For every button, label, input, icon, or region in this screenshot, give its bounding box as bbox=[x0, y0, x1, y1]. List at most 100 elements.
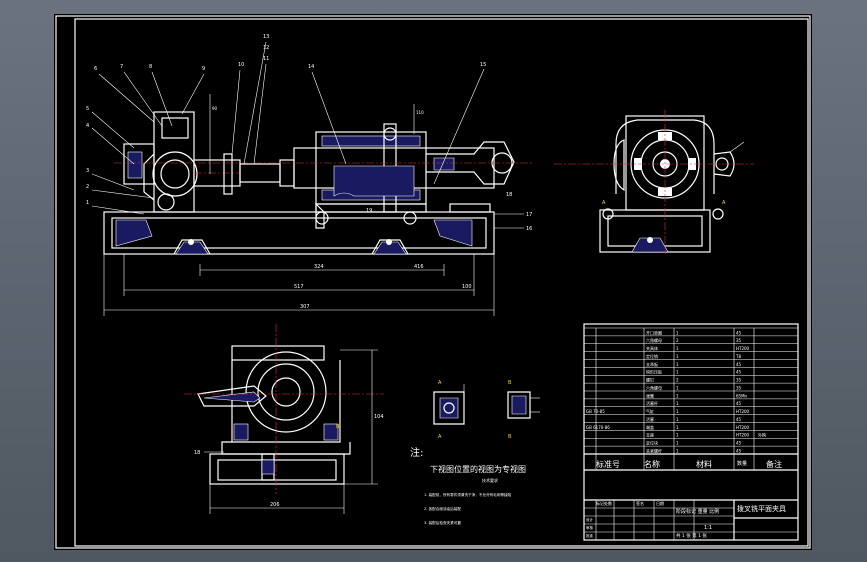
svg-text:517: 517 bbox=[294, 284, 304, 290]
svg-text:15: 15 bbox=[480, 62, 486, 68]
bom-name: 螺钉 bbox=[646, 377, 654, 383]
svg-text:技术要求: 技术要求 bbox=[482, 477, 498, 483]
bom-qty: 1 bbox=[676, 362, 679, 367]
bom-header-std: 标准号 bbox=[596, 459, 620, 469]
bom-material: 45 bbox=[736, 330, 742, 335]
bom-name: 定位块 bbox=[646, 440, 658, 446]
bom-qty: 1 bbox=[676, 330, 679, 335]
svg-text:7: 7 bbox=[120, 64, 123, 70]
svg-text:A: A bbox=[722, 200, 726, 206]
svg-text:2. 各配合面涂油后装配: 2. 各配合面涂油后装配 bbox=[424, 506, 461, 511]
svg-text:11: 11 bbox=[263, 56, 269, 62]
bom-name: 气缸 bbox=[646, 408, 654, 414]
bom-name: 开口垫圈 bbox=[646, 329, 662, 335]
drawing-sheet: 6 7 8 9 10 11 13 12 14 15 5 4 3 2 1 17 1… bbox=[54, 14, 812, 550]
svg-text:3. 装配后检查夹紧可靠: 3. 装配后检查夹紧可靠 bbox=[424, 520, 461, 525]
bom-name: 活塞杆 bbox=[646, 400, 658, 406]
bom-qty: 1 bbox=[676, 401, 679, 406]
sign-design: 设计 bbox=[586, 517, 594, 522]
bom-material: 35 bbox=[736, 385, 742, 390]
bom-material: 45 bbox=[736, 441, 742, 446]
bom-qty: 1 bbox=[676, 385, 679, 390]
svg-text:307: 307 bbox=[300, 304, 310, 310]
svg-text:416: 416 bbox=[414, 264, 424, 270]
bom-name: 支座 bbox=[646, 432, 654, 438]
bom-material: HT200 bbox=[736, 346, 750, 351]
bom-material: 45 bbox=[736, 448, 742, 453]
dimension-labels: 324 416 517 307 100 90 110 bbox=[212, 106, 472, 310]
bom-remark: 外购 bbox=[758, 432, 766, 438]
bom-name: 六角螺母 bbox=[646, 337, 662, 343]
bom-qty: 1 bbox=[676, 370, 679, 375]
svg-text:12: 12 bbox=[263, 45, 269, 51]
svg-text:10: 10 bbox=[238, 62, 244, 68]
bom-name: 夹紧螺杆 bbox=[646, 447, 662, 453]
svg-text:3: 3 bbox=[86, 168, 89, 174]
bom-material: HT200 bbox=[736, 425, 750, 430]
sign-mark: 标记处数 bbox=[596, 500, 612, 506]
svg-text:18: 18 bbox=[194, 450, 200, 456]
bom-qty: 1 bbox=[676, 393, 679, 398]
svg-text:18: 18 bbox=[506, 192, 512, 198]
bom-name: 钩形压板 bbox=[646, 369, 662, 375]
svg-text:19: 19 bbox=[366, 208, 372, 214]
svg-text:4: 4 bbox=[86, 123, 89, 129]
bom-material: 35 bbox=[736, 378, 742, 383]
bom-name: 端盖 bbox=[646, 424, 654, 430]
bom-qty: 1 bbox=[676, 425, 679, 430]
sign-check: 审核 bbox=[586, 525, 594, 530]
bom-header-remark: 备注 bbox=[766, 459, 782, 469]
outer-frame bbox=[55, 15, 811, 549]
sign-approve: 批准 bbox=[586, 533, 594, 538]
bom-material: HT200 bbox=[736, 409, 750, 414]
svg-text:注:: 注: bbox=[410, 446, 423, 459]
bom-std: GB 70-85 bbox=[586, 409, 605, 414]
svg-text:B: B bbox=[508, 434, 512, 440]
svg-text:2: 2 bbox=[86, 184, 89, 190]
stage-weight-scale: 阶段标记 重量 比例 bbox=[676, 508, 719, 515]
bom-qty: 1 bbox=[676, 433, 679, 438]
bom-material: HT200 bbox=[736, 433, 750, 438]
sheet-count: 共 1 张 第 1 张 bbox=[676, 532, 707, 539]
svg-text:110: 110 bbox=[416, 110, 424, 115]
bom-qty: 1 bbox=[676, 409, 679, 414]
bom-material: T8 bbox=[735, 354, 741, 359]
bom-material: 45 bbox=[736, 401, 742, 406]
svg-text:8: 8 bbox=[149, 64, 152, 70]
bom-name: 支承板 bbox=[646, 361, 658, 367]
balloon-labels: 6 7 8 9 10 11 13 12 14 15 5 4 3 2 1 17 1… bbox=[86, 34, 532, 232]
sign-date: 日期 bbox=[656, 500, 664, 506]
drawing-scale: 1:1 bbox=[704, 525, 712, 531]
svg-text:1: 1 bbox=[86, 200, 89, 206]
bom-qty: 1 bbox=[676, 346, 679, 351]
svg-text:104: 104 bbox=[374, 414, 384, 420]
bom-material: 35 bbox=[736, 338, 742, 343]
bom-name: 六角螺母 bbox=[646, 384, 662, 390]
section-details: A A B B bbox=[433, 380, 540, 440]
svg-text:324: 324 bbox=[314, 264, 324, 270]
svg-text:B: B bbox=[336, 424, 340, 430]
svg-text:下视图位置的视图为专视图: 下视图位置的视图为专视图 bbox=[430, 464, 526, 474]
bom-qty: 1 bbox=[676, 354, 679, 359]
svg-text:1. 装配前，所有零件须清洗干净，不允许有毛刺等缺陷: 1. 装配前，所有零件须清洗干净，不允许有毛刺等缺陷 bbox=[424, 492, 512, 497]
bom-qty: 1 bbox=[676, 441, 679, 446]
bom-std: GB 6170-86 bbox=[586, 425, 610, 430]
sign-signature: 签名 bbox=[636, 500, 644, 506]
bom-qty: 1 bbox=[676, 417, 679, 422]
bom-qty: 2 bbox=[676, 338, 679, 343]
bom-material: 45 bbox=[736, 362, 742, 367]
side-view: A A bbox=[554, 110, 754, 254]
bom-header-material: 材料 bbox=[696, 459, 712, 469]
svg-text:A: A bbox=[438, 380, 442, 386]
svg-text:6: 6 bbox=[94, 66, 97, 72]
svg-text:206: 206 bbox=[270, 502, 280, 508]
bom-qty: 1 bbox=[676, 448, 679, 453]
bom-material: 45 bbox=[736, 417, 742, 422]
svg-text:16: 16 bbox=[526, 226, 532, 232]
svg-text:9: 9 bbox=[202, 66, 205, 72]
svg-text:17: 17 bbox=[526, 212, 532, 218]
drawing-title: 拨叉铣平面夹具 bbox=[737, 504, 786, 513]
